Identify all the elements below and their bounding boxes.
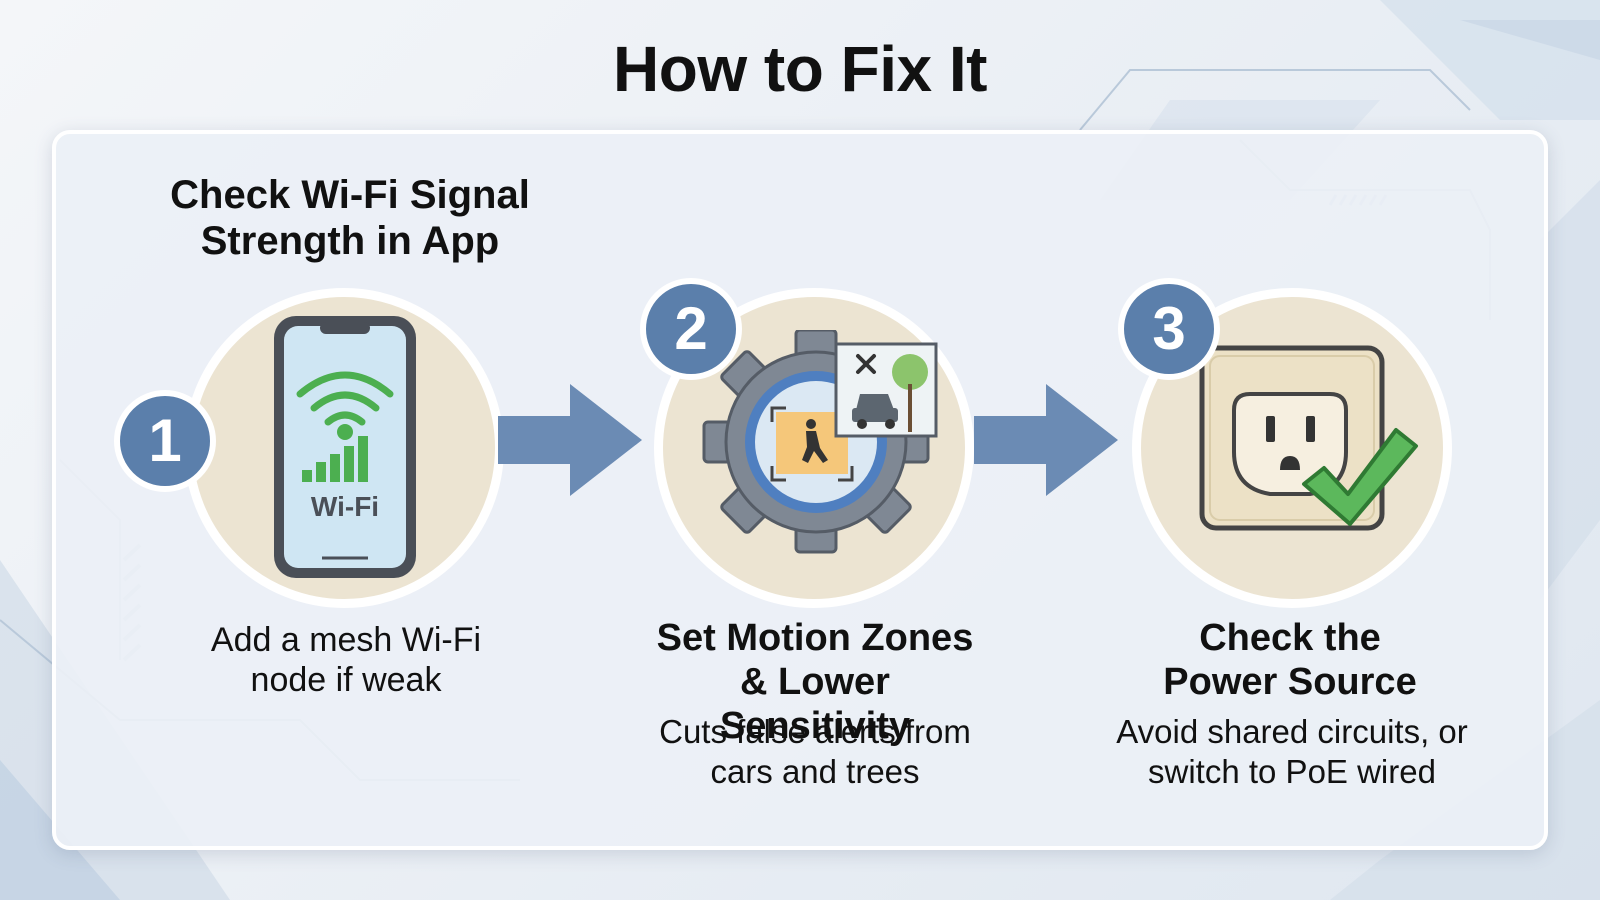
gear-motion-zone-icon xyxy=(702,330,938,554)
step-2-text: Cuts false alerts from cars and trees xyxy=(659,713,971,790)
step-2-heading: Set Motion Zones & Lower Sensitivity xyxy=(656,617,974,747)
step-3-heading: Check the Power Source xyxy=(1163,617,1417,703)
arrow-right-icon xyxy=(974,384,1118,496)
step-1-badge: 1 xyxy=(114,390,216,492)
step-2-badge: 2 xyxy=(640,278,742,380)
phone-wifi-icon: Wi-Fi xyxy=(274,316,416,578)
step-1-heading: Check Wi-Fi Signal Strength in App xyxy=(170,173,530,263)
step-3-badge: 3 xyxy=(1118,278,1220,380)
step-1-text: Add a mesh Wi-Fi node if weak xyxy=(210,621,482,699)
page-title: How to Fix It xyxy=(613,33,987,105)
arrow-right-icon xyxy=(498,384,642,496)
step-3-text: Avoid shared circuits, or switch to PoE … xyxy=(1116,713,1468,790)
power-outlet-check-icon xyxy=(1199,345,1418,531)
phone-wifi-label: Wi-Fi xyxy=(311,491,379,522)
